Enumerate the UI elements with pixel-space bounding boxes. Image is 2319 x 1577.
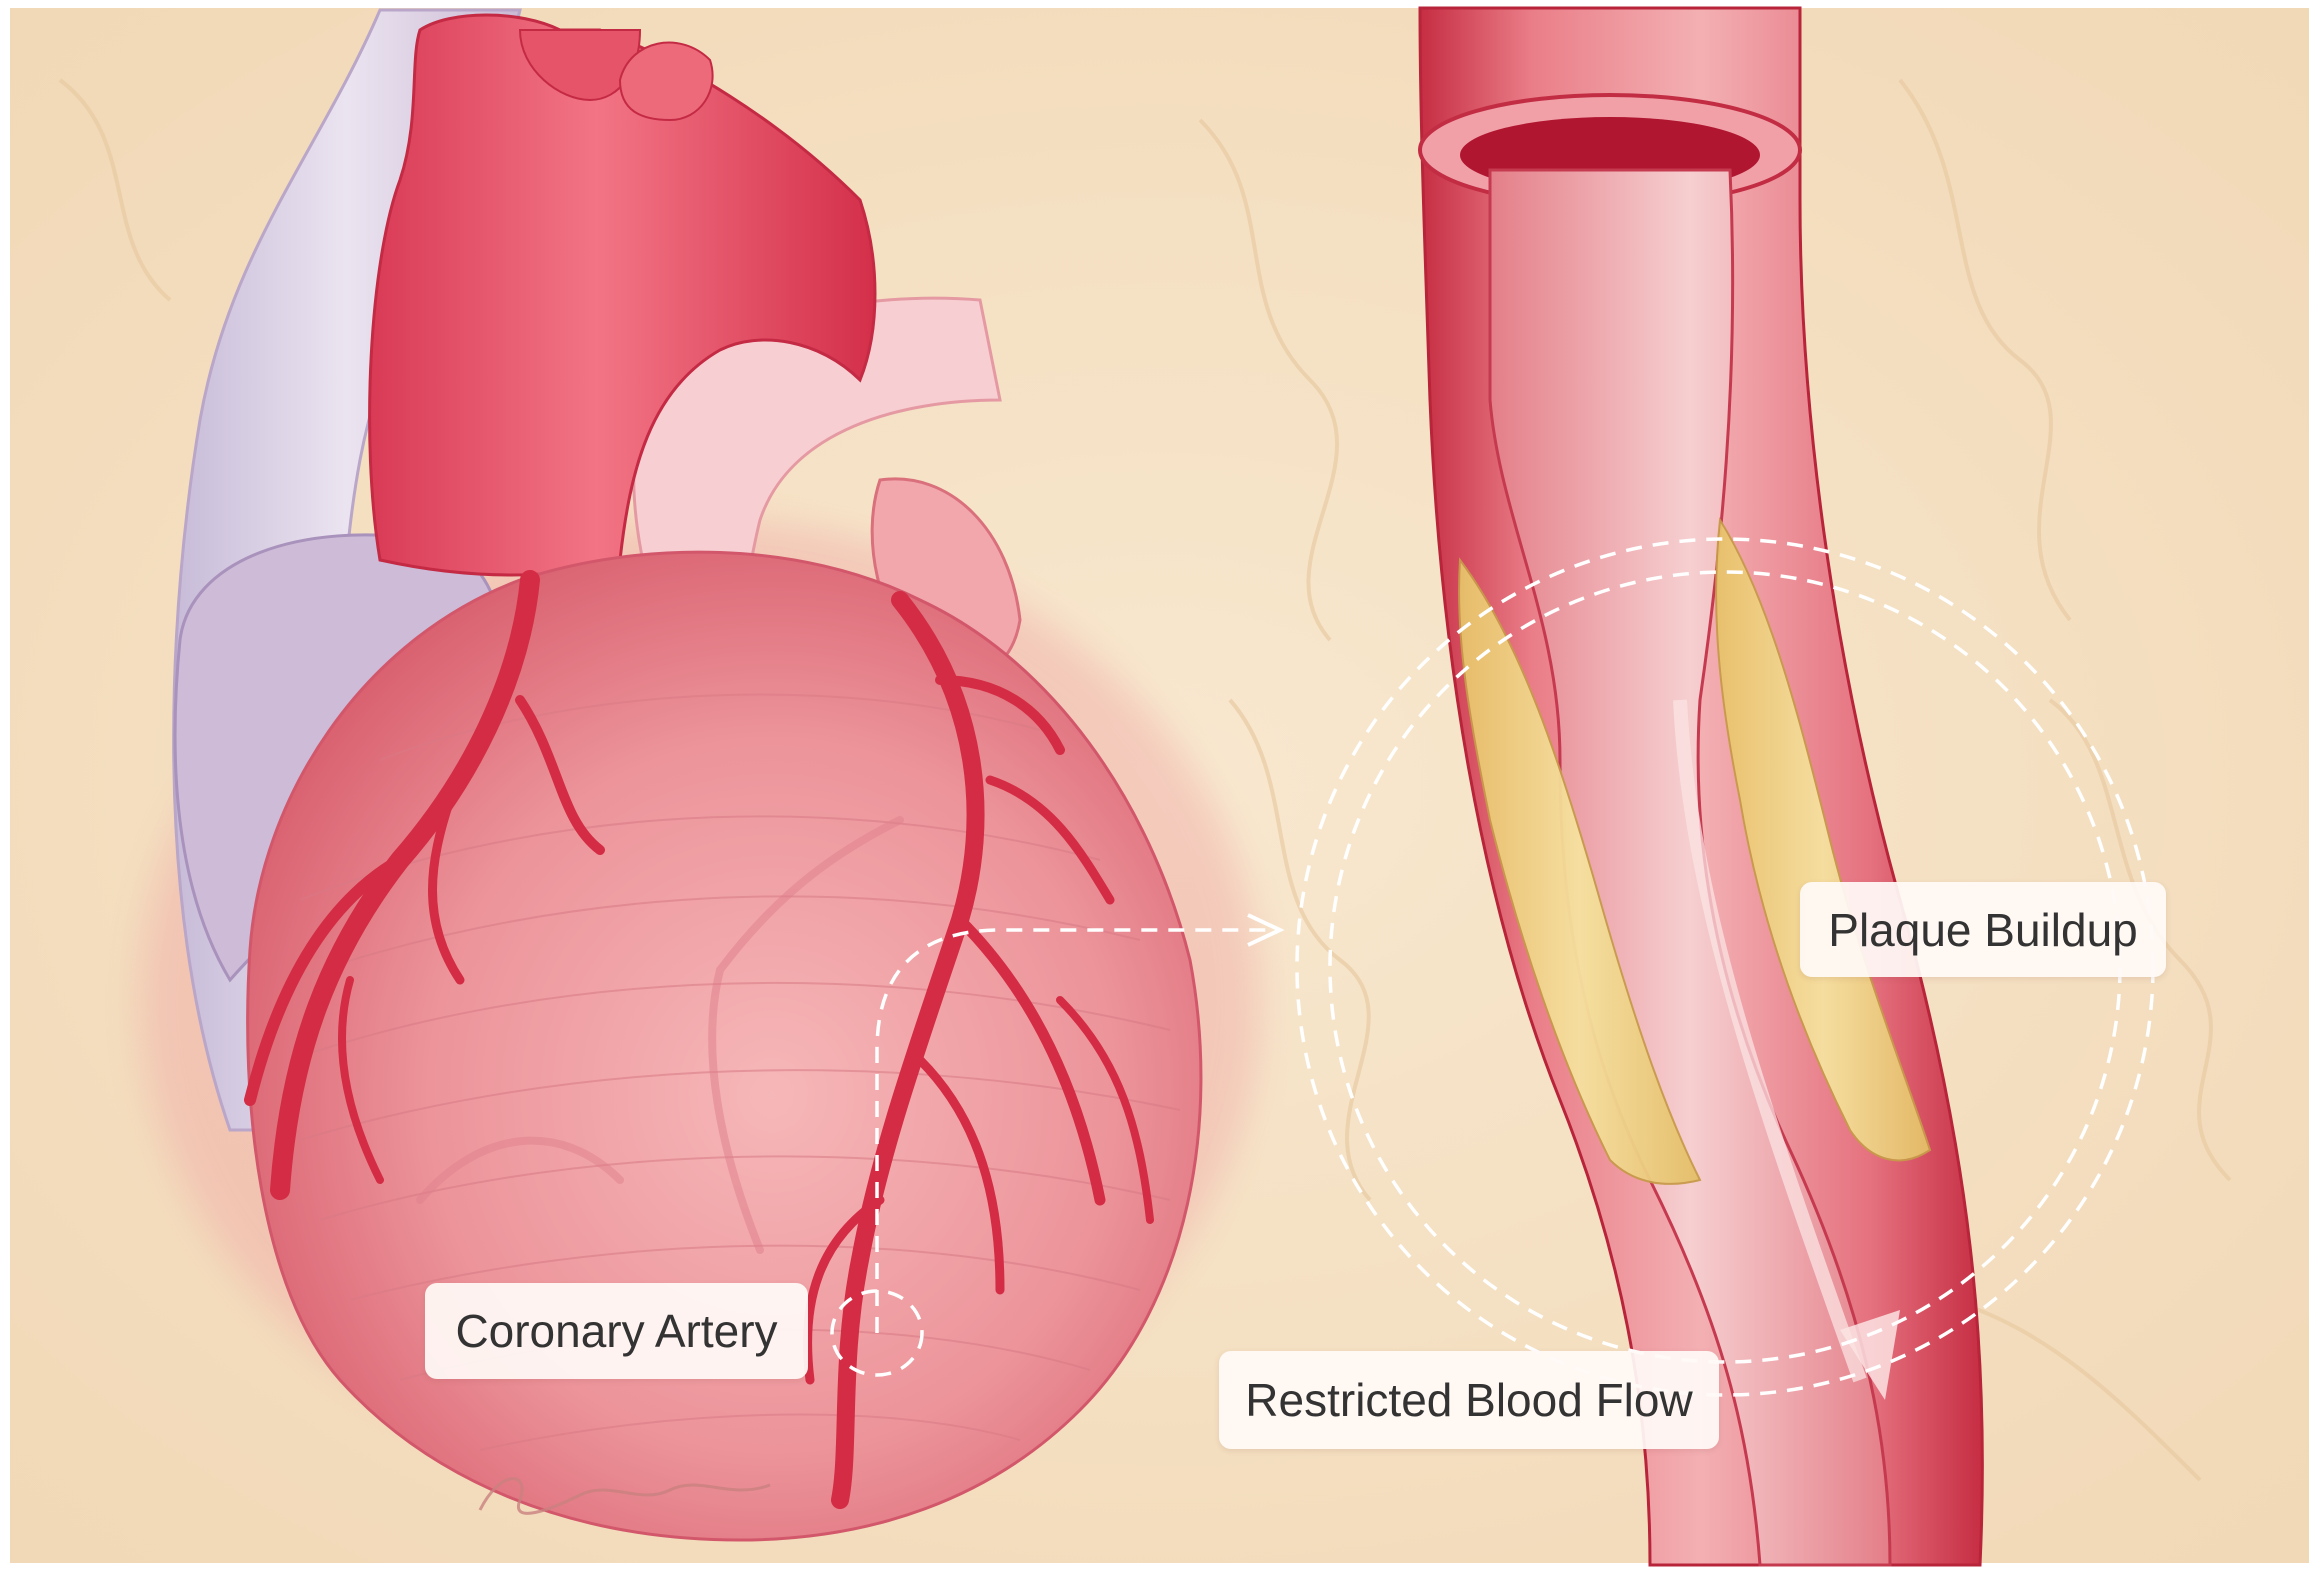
plaque-right [1715,517,1932,1162]
artist-signature [478,1477,771,1515]
zoom-arrowhead [1247,913,1285,947]
heart-illustration [140,8,1260,1542]
artery-cross-section [1418,6,1984,1567]
artery-lumen [1488,168,1892,1567]
plaque-buildup-label: Plaque Buildup [1800,882,2166,977]
blood-flow-arrow [1673,699,1867,1383]
restricted-blood-flow-label: Restricted Blood Flow [1219,1351,1719,1449]
plaque-left [1458,557,1702,1185]
coronary-artery-label: Coronary Artery [425,1283,808,1379]
